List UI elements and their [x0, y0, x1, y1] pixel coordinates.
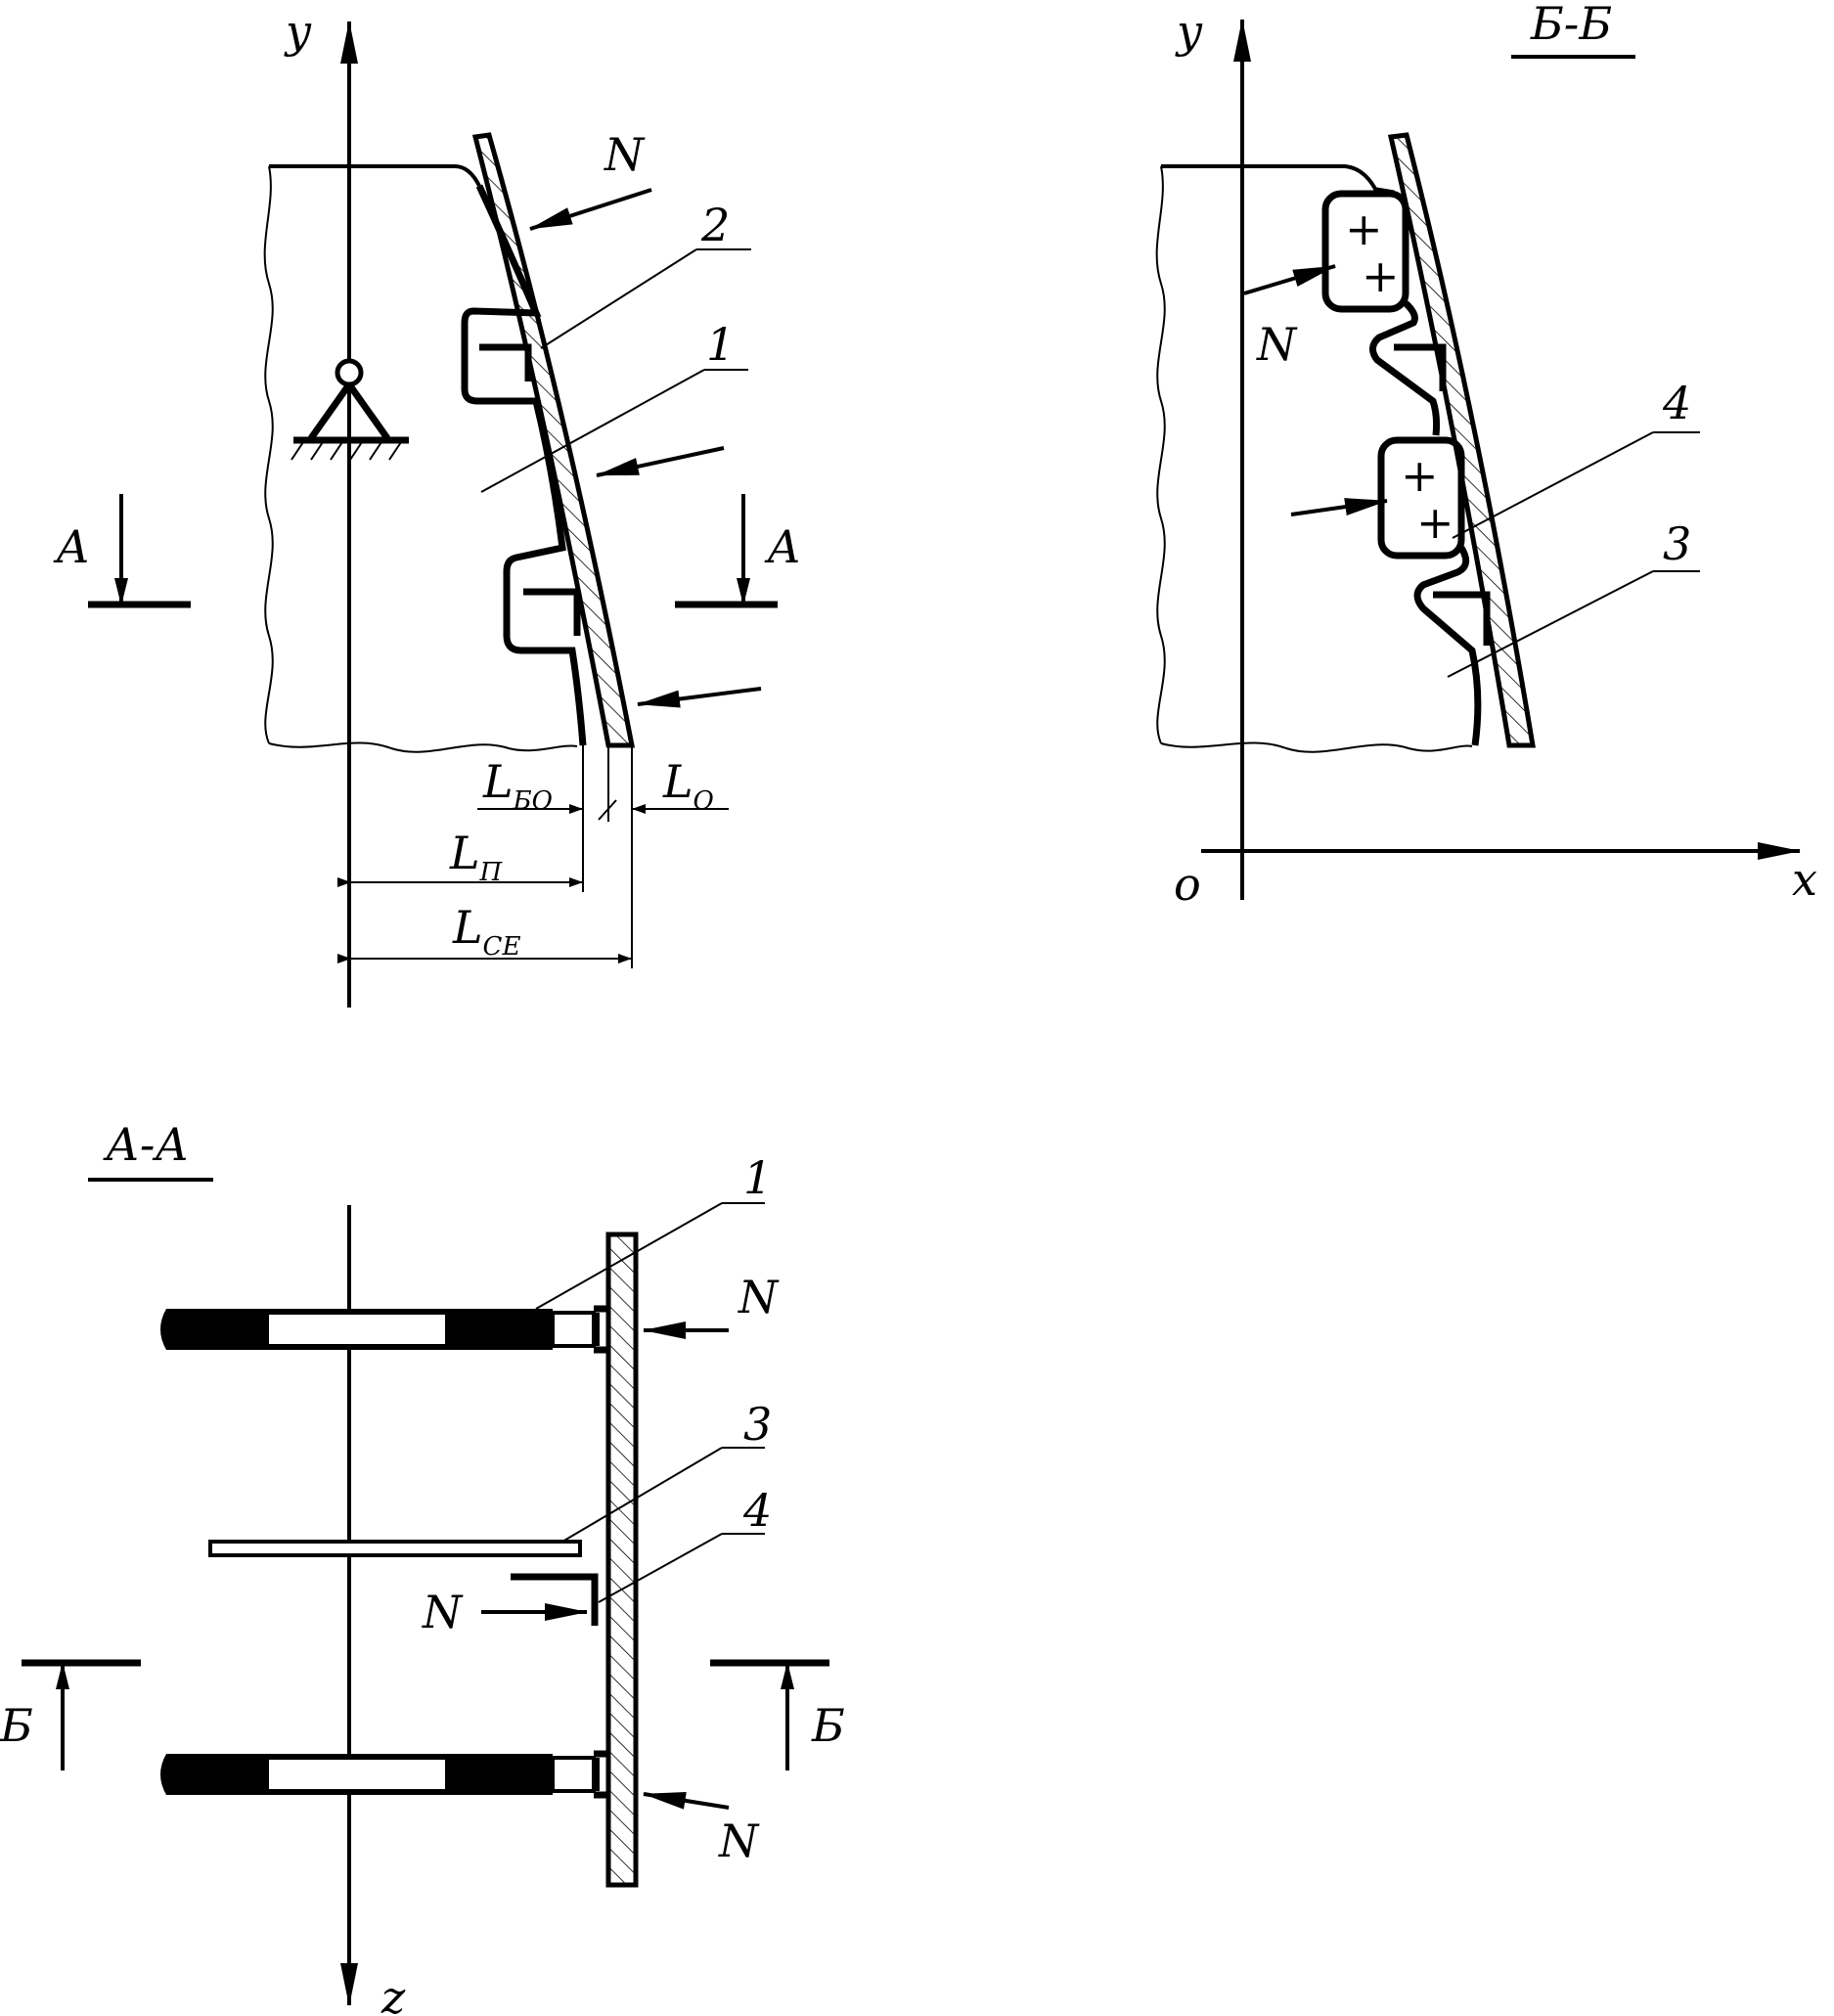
bb-part-top-edge — [1161, 164, 1378, 192]
bb-force-label: N — [1256, 318, 1298, 371]
main-force-arrow-top — [529, 188, 652, 231]
main-body-profile — [461, 184, 587, 746]
bb-plus-4: + — [1416, 496, 1454, 549]
callout-2-leader — [540, 248, 697, 349]
bb-plus-1: + — [1345, 202, 1383, 255]
bb-y-axis-label: y — [1175, 5, 1203, 58]
callout-2: 2 — [700, 199, 730, 251]
aa-force-label-bottom: N — [718, 1814, 760, 1867]
main-part-wavy-bottom — [268, 741, 578, 753]
callout-1: 1 — [706, 318, 735, 371]
main-bracket-lower — [523, 588, 581, 636]
bb-force-arrow-lower — [1290, 498, 1388, 516]
pivot-support-icon — [291, 358, 409, 461]
aa-callout-1-leader — [535, 1202, 723, 1310]
main-force-arrow-bottom — [637, 687, 762, 708]
aa-callout-1: 1 — [743, 1151, 772, 1204]
dim-lse-label: LСЕ — [452, 901, 520, 962]
bb-block-upper — [1321, 190, 1409, 313]
callout-1-leader — [480, 369, 705, 493]
bb-plus-3: + — [1401, 449, 1439, 502]
aa-callout-4: 4 — [742, 1484, 772, 1537]
dim-lo-label: LО — [662, 755, 714, 816]
section-bb-view: Б-Б y x o + + + + N 4 3 — [1155, 0, 1817, 911]
main-force-arrow-mid — [596, 446, 725, 477]
bb-block-lower — [1377, 436, 1465, 560]
section-aa-view: А-А z N N — [0, 1118, 845, 2016]
bb-sheet — [1387, 132, 1536, 748]
aa-bracket-4 — [511, 1573, 599, 1626]
bb-origin-label: o — [1174, 858, 1201, 911]
aa-rib-top — [160, 1305, 608, 1354]
bb-callout-4-leader — [1452, 431, 1654, 539]
aa-force-label-mid: N — [422, 1586, 464, 1638]
dim-lp-label: LП — [449, 827, 504, 887]
bb-x-axis-label: x — [1792, 853, 1817, 906]
section-a-left-label: A — [53, 520, 89, 573]
bb-callout-4: 4 — [1662, 377, 1691, 429]
dim-lbo-label: LБО — [482, 755, 553, 816]
section-b-right-label: Б — [811, 1699, 845, 1752]
aa-callout-4-leader — [598, 1533, 723, 1603]
aa-callout-3: 3 — [743, 1398, 772, 1451]
bb-body-profile — [1369, 187, 1482, 746]
main-force-label: N — [604, 128, 646, 181]
main-view: y N 2 — [53, 5, 800, 1008]
aa-plate-3 — [208, 1540, 582, 1557]
main-part-top-edge — [269, 164, 481, 187]
main-bracket-upper — [479, 343, 532, 381]
main-part-wavy-left — [263, 165, 274, 744]
section-b-left-label: Б — [0, 1699, 33, 1752]
aa-rib-bottom — [160, 1750, 608, 1799]
bb-part-wavy-bottom — [1160, 741, 1473, 753]
section-aa-title: А-А — [103, 1118, 189, 1171]
bb-plus-2: + — [1362, 249, 1400, 302]
section-a-right-label: A — [764, 520, 800, 573]
aa-force-label-top: N — [738, 1271, 780, 1323]
bb-force-arrow-upper — [1243, 264, 1336, 295]
bb-callout-3: 3 — [1663, 517, 1691, 570]
aa-force-arrow-bottom — [643, 1791, 730, 1810]
aa-sheet — [605, 1232, 639, 1888]
section-bb-title: Б-Б — [1530, 0, 1612, 50]
bb-part-wavy-left — [1155, 165, 1166, 744]
bb-callout-3-leader — [1447, 570, 1654, 678]
aa-z-axis-label: z — [380, 1971, 406, 2016]
main-y-axis-label: y — [284, 5, 312, 58]
aa-callout-3-leader — [561, 1447, 723, 1543]
